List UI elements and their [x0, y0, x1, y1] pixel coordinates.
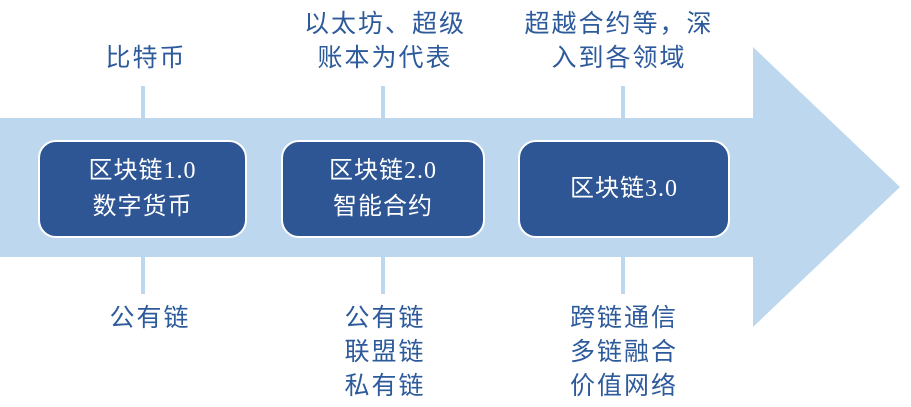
stage1-top-label: 比特币 — [105, 45, 187, 72]
stage3-bottom-label: 跨链通信 多链融合 价值网络 — [569, 305, 679, 400]
stage3-bottom-connector — [621, 257, 625, 294]
stage3-top-connector — [621, 86, 625, 119]
stage2-top-label: 以太坊、超级 账本为代表 — [303, 11, 467, 72]
stage2-top-connector — [381, 86, 385, 119]
stage1-bottom-label: 公有链 — [109, 305, 191, 332]
stage2-box-subtitle: 智能合约 — [333, 194, 433, 220]
stage2-bottom-label: 公有链 联盟链 私有链 — [344, 305, 426, 400]
stage1-box-title: 区块链1.0 — [88, 158, 197, 184]
stage3-box: 区块链3.0 — [518, 140, 730, 238]
stage3-top-label: 超越合约等，深 入到各领域 — [524, 11, 714, 72]
stage1-box: 区块链1.0 数字货币 — [38, 140, 247, 238]
stage2-bottom-connector — [381, 257, 385, 294]
stage2-box-title: 区块链2.0 — [329, 158, 437, 184]
stage1-bottom-connector — [141, 257, 145, 294]
stage3-box-title: 区块链3.0 — [570, 176, 678, 202]
stage1-box-subtitle: 数字货币 — [92, 194, 193, 220]
stage2-box: 区块链2.0 智能合约 — [281, 140, 485, 238]
stage1-top-connector — [141, 86, 145, 119]
